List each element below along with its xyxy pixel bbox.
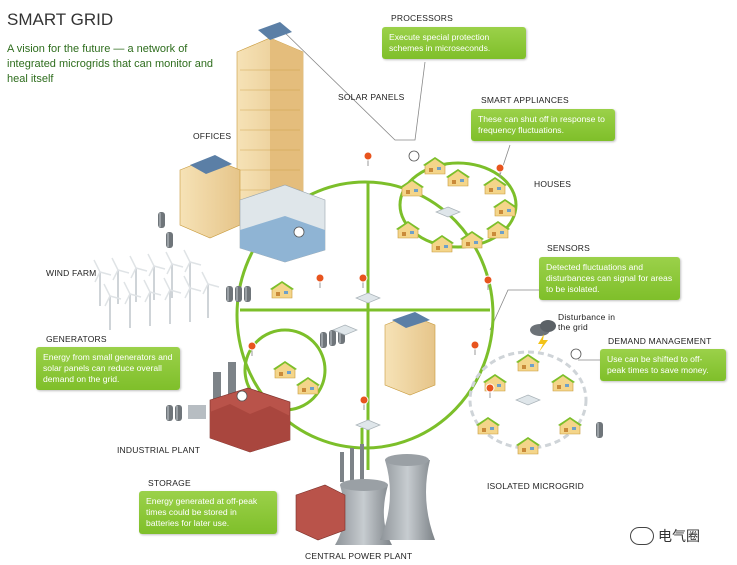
label-processors: PROCESSORS [391,13,453,23]
page-title: SMART GRID [7,10,114,29]
watermark-text: 电气圈 [658,528,700,544]
central-power-plant [295,444,435,545]
callout-demand-management: Use can be shifted to off-peak times to … [600,349,726,381]
label-offices: OFFICES [193,131,232,141]
wechat-icon [630,527,654,545]
label-disturbance: Disturbance in the grid [558,312,616,332]
label-smart-appliances: SMART APPLIANCES [481,95,569,105]
apartment-building [384,312,436,396]
label-solar-panels: SOLAR PANELS [338,92,405,102]
callout-sensors: Detected fluctuations and disturbances c… [539,257,680,300]
label-storage: STORAGE [148,478,191,488]
callout-storage: Energy generated at off-peak times could… [139,491,277,534]
label-isolated-microgrid: ISOLATED MICROGRID [487,481,584,491]
label-wind-farm: WIND FARM [46,268,97,278]
wind-farm [93,249,220,331]
page-subtitle: A vision for the future — a network of i… [7,43,214,85]
industrial-plant [188,362,291,453]
label-industrial-plant: INDUSTRIAL PLANT [117,445,201,455]
label-demand-management: DEMAND MANAGEMENT [608,336,712,346]
callout-processors: Execute special protection schemes in mi… [382,27,526,59]
storm-cloud-icon [530,320,556,352]
label-generators: GENERATORS [46,334,107,344]
watermark: 电气圈 [630,526,700,546]
label-houses: HOUSES [534,179,572,189]
callout-smart-appliances: These can shut off in response to freque… [471,109,615,141]
callout-generators: Energy from small generators and solar p… [36,347,180,390]
label-sensors: SENSORS [547,243,590,253]
meter-icons [236,150,582,402]
label-central-power-plant: CENTRAL POWER PLANT [305,551,413,561]
office-towers [158,22,326,263]
